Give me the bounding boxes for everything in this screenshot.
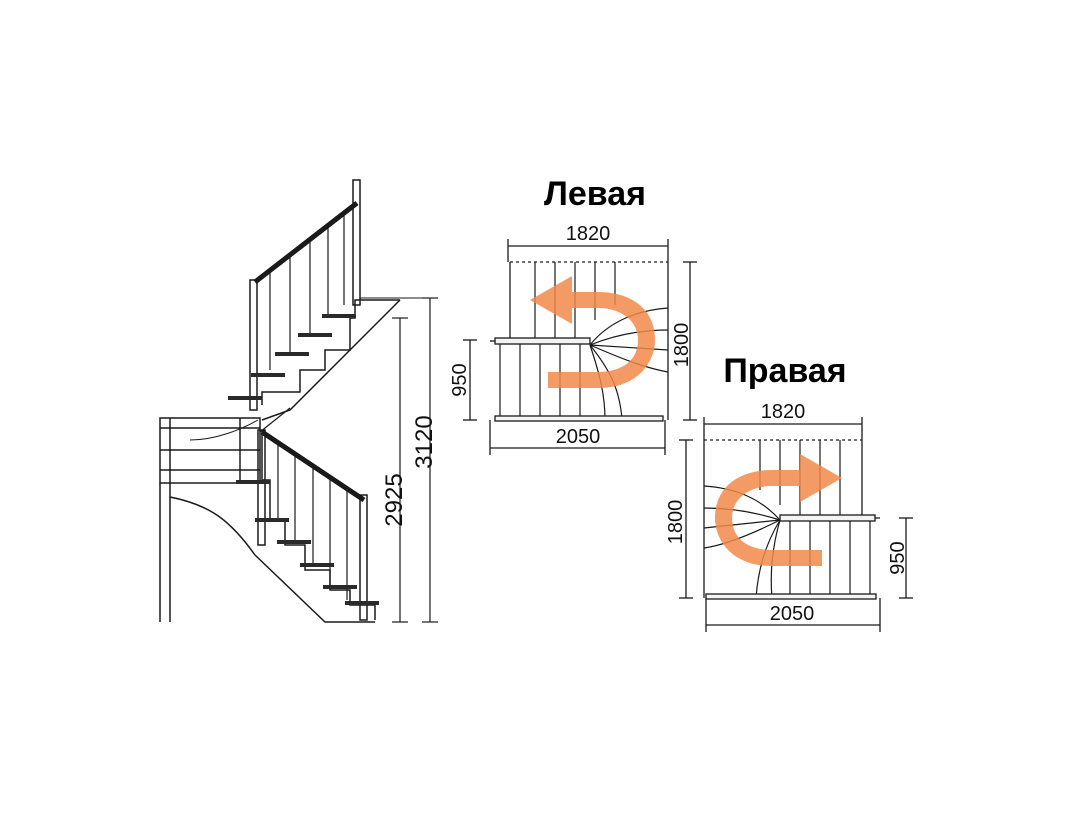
height-floor-label: 2925 — [381, 473, 408, 526]
lower-newel-bottom — [359, 494, 368, 621]
left-width-top: 1820 — [566, 223, 611, 245]
upper-newel-mid — [249, 279, 258, 411]
elevation-view — [159, 179, 438, 623]
right-plan-title: Правая — [723, 352, 846, 390]
upper-treads — [228, 314, 356, 400]
left-width-bottom: 2050 — [556, 426, 601, 448]
right-plan — [679, 417, 913, 632]
landing-curve — [169, 496, 256, 556]
right-width-top: 1820 — [761, 401, 806, 423]
height-dimensions — [360, 297, 438, 623]
upper-handrail — [253, 201, 359, 284]
lower-stringer-bottom — [254, 554, 375, 623]
left-direction-arrow — [530, 276, 655, 388]
right-direction-arrow — [715, 454, 842, 566]
upper-stringer-bottom — [261, 299, 401, 421]
left-depth: 1800 — [671, 323, 693, 368]
lower-stringer — [261, 430, 376, 620]
lower-treads — [236, 480, 379, 605]
lower-balusters — [277, 443, 348, 600]
upper-newel-top — [352, 179, 361, 306]
lower-newel-top — [257, 429, 266, 546]
upper-balusters — [269, 215, 345, 370]
left-landing: 950 — [449, 363, 471, 396]
height-total-label: 3120 — [411, 415, 438, 468]
upper-stringer — [261, 299, 400, 405]
right-landing: 950 — [887, 541, 909, 574]
right-depth: 1800 — [665, 500, 687, 545]
left-plan — [463, 239, 697, 455]
left-plan-title: Левая — [544, 175, 646, 213]
right-width-bottom: 2050 — [770, 603, 815, 625]
